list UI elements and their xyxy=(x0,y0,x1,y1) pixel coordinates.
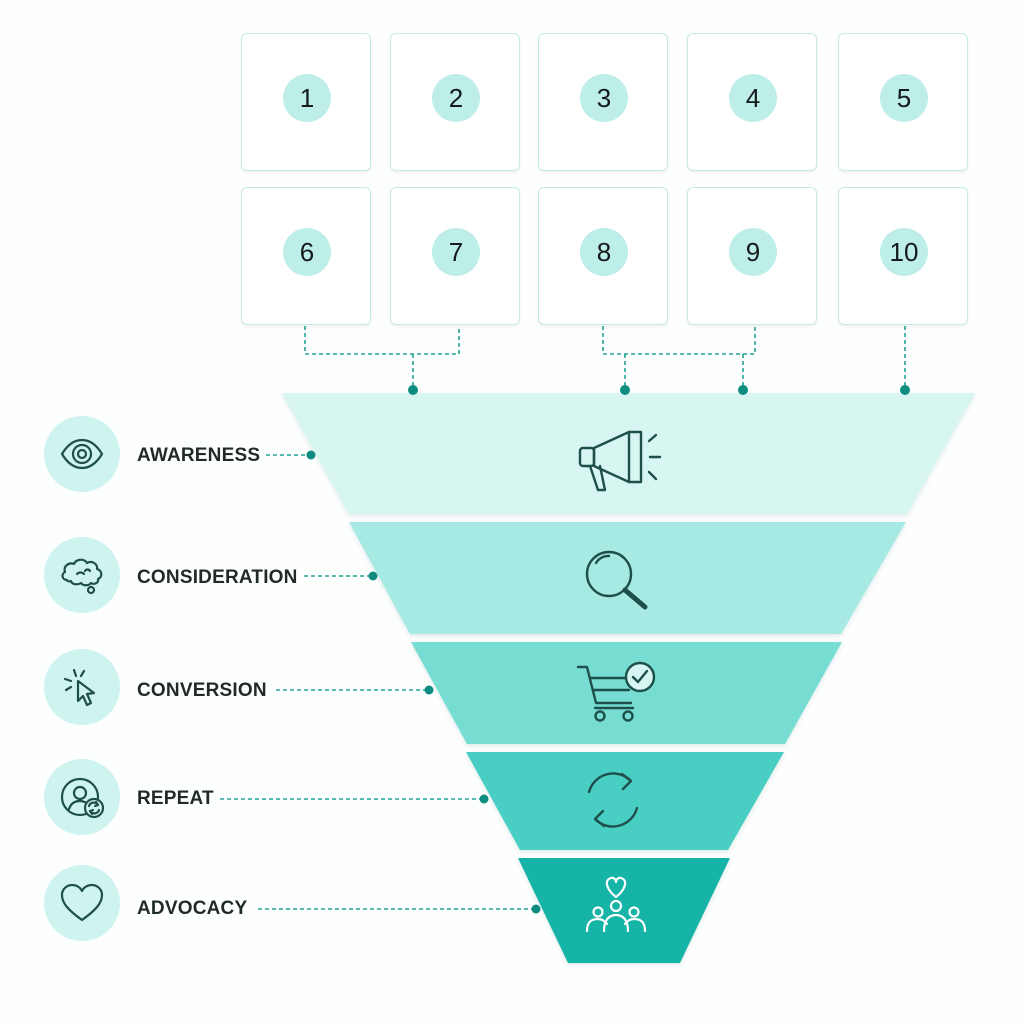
stage-label-conversion: CONVERSION xyxy=(137,680,267,701)
step-number-badge: 6 xyxy=(283,228,331,276)
step-card-9: 9 xyxy=(687,187,817,325)
stage-circle-awareness xyxy=(44,416,120,492)
leader-dots xyxy=(306,450,541,914)
step-card-8: 8 xyxy=(538,187,668,325)
card-connectors xyxy=(304,326,906,388)
cart-check-icon xyxy=(576,661,656,722)
step-card-10: 10 xyxy=(838,187,968,325)
user-refresh-icon xyxy=(60,777,105,819)
stage-label-consideration: CONSIDERATION xyxy=(137,567,298,588)
stage-circle-repeat xyxy=(44,759,120,835)
community-heart-icon xyxy=(585,876,647,933)
stage-circle-consideration xyxy=(44,537,120,613)
step-card-1: 1 xyxy=(241,33,371,171)
megaphone-icon xyxy=(578,430,662,492)
stage-label-advocacy: ADVOCACY xyxy=(137,898,248,919)
funnel-layer-consideration xyxy=(349,522,906,634)
stage-circle-conversion xyxy=(44,649,120,725)
step-number-badge: 10 xyxy=(880,228,928,276)
stage-leader-lines xyxy=(220,454,533,910)
magnifier-icon xyxy=(585,550,648,610)
step-number-badge: 4 xyxy=(729,74,777,122)
step-card-5: 5 xyxy=(838,33,968,171)
step-card-2: 2 xyxy=(390,33,520,171)
refresh-icon xyxy=(587,772,639,828)
thought-cloud-icon xyxy=(61,558,103,595)
step-number-badge: 9 xyxy=(729,228,777,276)
step-card-7: 7 xyxy=(390,187,520,325)
step-card-3: 3 xyxy=(538,33,668,171)
stage-label-awareness: AWARENESS xyxy=(137,445,261,466)
eye-icon xyxy=(60,438,104,470)
cursor-click-icon xyxy=(63,668,96,707)
connector-dots xyxy=(408,385,910,395)
step-number-badge: 2 xyxy=(432,74,480,122)
heart-icon xyxy=(60,883,104,922)
stage-circle-advocacy xyxy=(44,865,120,941)
step-card-4: 4 xyxy=(687,33,817,171)
step-number-badge: 8 xyxy=(580,228,628,276)
stage-label-repeat: REPEAT xyxy=(137,788,214,809)
step-number-badge: 5 xyxy=(880,74,928,122)
step-number-badge: 1 xyxy=(283,74,331,122)
funnel-layer-advocacy xyxy=(518,858,730,963)
step-number-badge: 7 xyxy=(432,228,480,276)
funnel-layer-conversion xyxy=(411,642,842,744)
step-card-6: 6 xyxy=(241,187,371,325)
funnel-layer-repeat xyxy=(466,752,784,850)
step-number-badge: 3 xyxy=(580,74,628,122)
